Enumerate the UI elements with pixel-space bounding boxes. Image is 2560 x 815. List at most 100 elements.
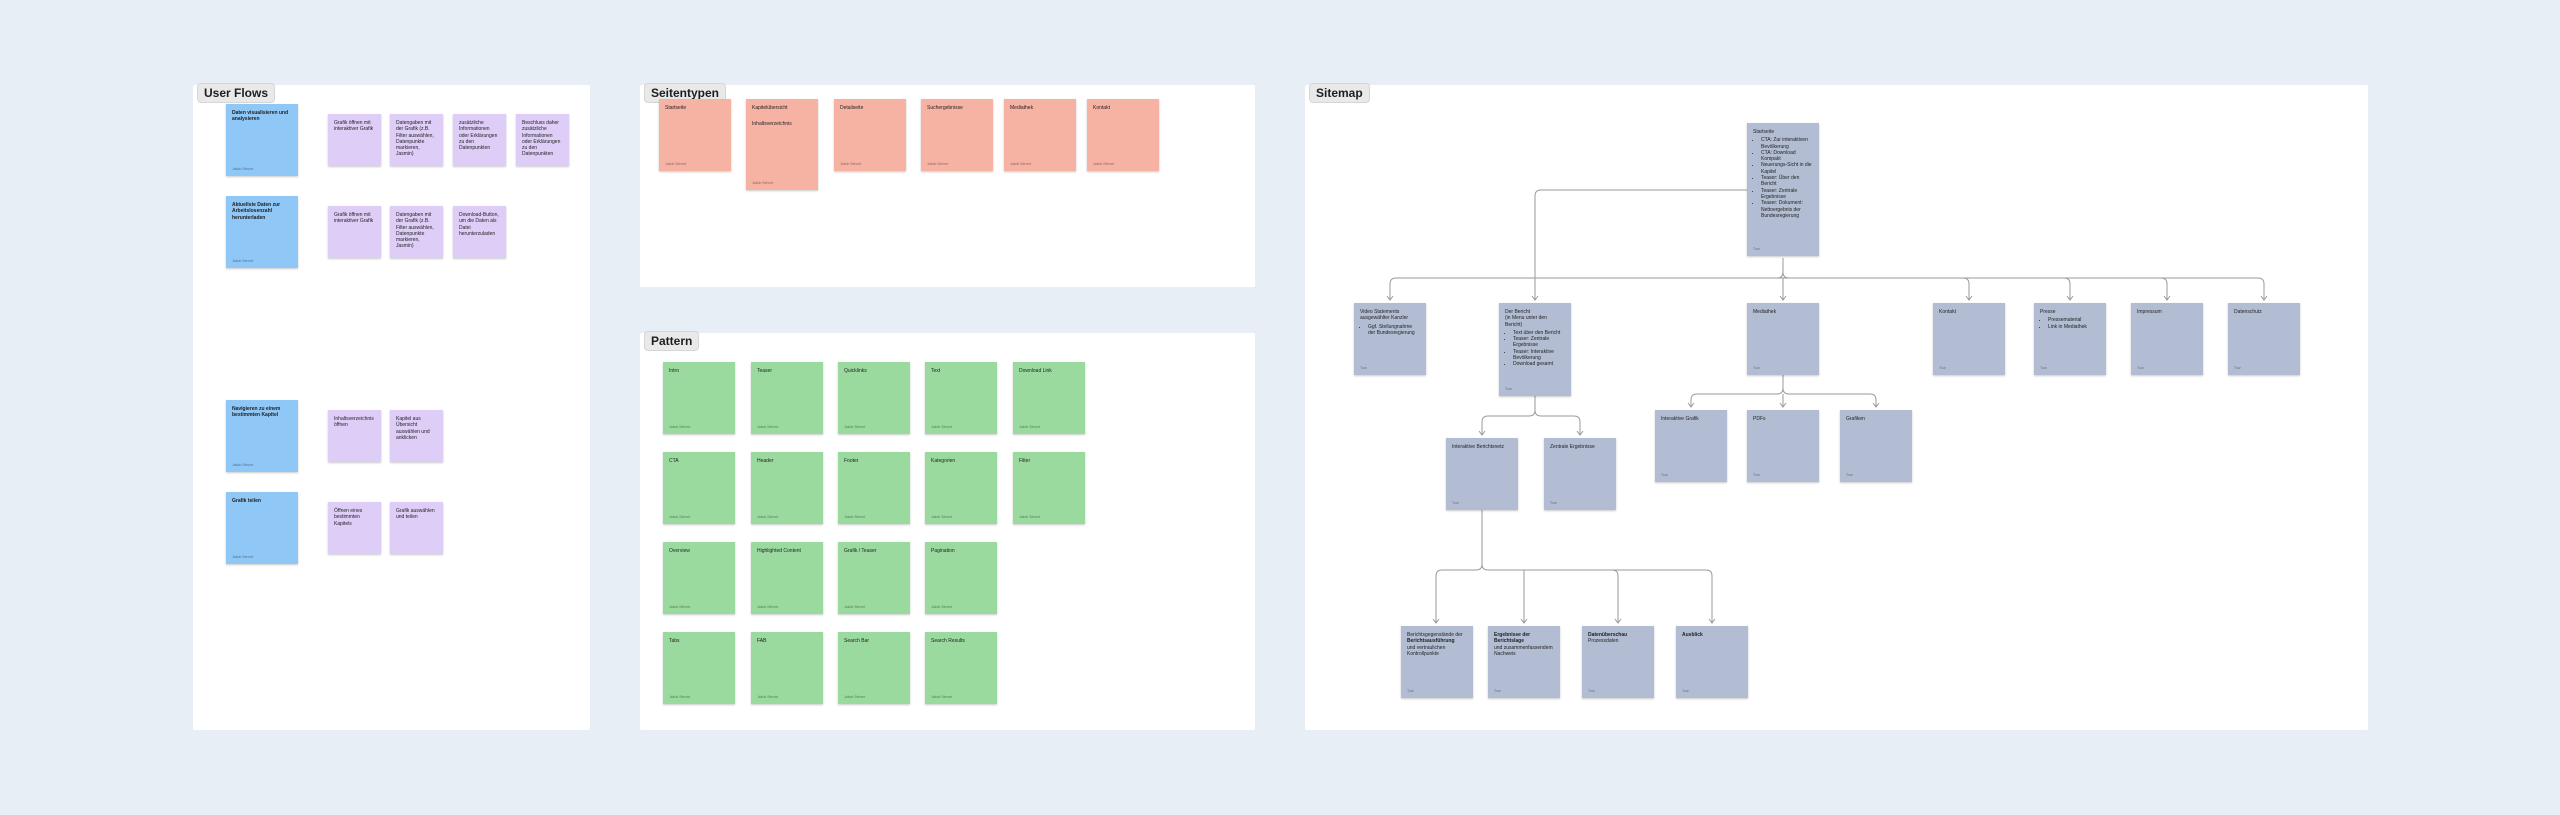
- sticky-text: Search Bar: [844, 638, 870, 644]
- sticky-text: Inhaltsverzeichnis öffnen: [334, 416, 374, 429]
- sticky-author: Jakob Sievert: [757, 424, 779, 429]
- sticky-author: Jakob Sievert: [844, 424, 866, 429]
- sticky-text: Tabs: [669, 638, 680, 644]
- sticky-author: Jakob Sievert: [232, 258, 254, 263]
- sticky-text: Öffnen eines bestimmten Kapitels: [334, 508, 363, 527]
- bullet: Link in Mediathek: [2048, 324, 2100, 330]
- sticky-text: Highlighted Content: [757, 548, 801, 554]
- sticky-author: Jakob Sievert: [669, 694, 691, 699]
- sitemap-node[interactable]: PDFs Tour: [1747, 410, 1819, 482]
- sitemap-node[interactable]: Zentrale Ergebnisse Tour: [1544, 438, 1616, 510]
- sticky-note[interactable]: Kapitel aus Übersicht auswählen und ankl…: [390, 410, 443, 462]
- sticky-author: Jakob Sievert: [757, 514, 779, 519]
- sticky-note[interactable]: Startseite Jakob Sievert: [659, 99, 731, 171]
- sticky-text: Datengaben mit der Grafik (z.B. Filter a…: [396, 120, 434, 158]
- sitemap-node[interactable]: Grafiken Tour: [1840, 410, 1912, 482]
- sticky-note[interactable]: Daten visualisieren und analysieren Jako…: [226, 104, 298, 176]
- sitemap-node[interactable]: Interaktive Berichtsnetz Tour: [1446, 438, 1518, 510]
- sitemap-node[interactable]: Interaktive Grafik Tour: [1655, 410, 1727, 482]
- sticky-note[interactable]: Beschluss daher zusätzliche Informatione…: [516, 114, 569, 166]
- sitemap-node[interactable]: Datenüberschau Prozessdaten Tour: [1582, 626, 1654, 698]
- sticky-text-bold: Berichtsausführung: [1407, 638, 1455, 645]
- sticky-text: Pagination: [931, 548, 955, 554]
- sticky-text: Search Results: [931, 638, 965, 644]
- sticky-text: Video Statements ausgewählter Kanzler: [1360, 309, 1409, 322]
- sticky-note[interactable]: Download-Button, um die Daten als Datei …: [453, 206, 506, 258]
- sticky-text: Grafik / Teaser: [844, 548, 877, 554]
- sticky-note[interactable]: Öffnen eines bestimmten Kapitels: [328, 502, 381, 554]
- sitemap-node[interactable]: Kontakt Tour: [1933, 303, 2005, 375]
- sticky-note[interactable]: Suchergebnisse Jakob Sievert: [921, 99, 993, 171]
- sticky-text: Teaser: [757, 368, 773, 374]
- bullet: Teaser: Interaktive Bevölkerung: [1513, 349, 1565, 362]
- sticky-note[interactable]: Grafik teilen Jakob Sievert: [226, 492, 298, 564]
- bullet: Pressematerial: [2048, 317, 2100, 323]
- frame-title: Pattern: [644, 331, 700, 351]
- sitemap-node[interactable]: Video Statements ausgewählter Kanzler Gg…: [1354, 303, 1426, 375]
- sticky-text: Grafik teilen: [232, 498, 261, 504]
- sticky-note[interactable]: Kapitelübersicht Inhaltsverzeichnis Jako…: [746, 99, 818, 190]
- sticky-author: Tour: [2137, 365, 2144, 370]
- sitemap-node[interactable]: Mediathek Tour: [1747, 303, 1819, 375]
- sticky-note[interactable]: Datengaben mit der Grafik (z.B. Filter a…: [390, 206, 443, 258]
- sticky-note[interactable]: Mediathek Jakob Sievert: [1004, 99, 1076, 171]
- sitemap-node[interactable]: Berichtsgegenstände der Berichtsausführu…: [1401, 626, 1473, 698]
- sticky-text: Datengaben mit der Grafik (z.B. Filter a…: [396, 212, 434, 250]
- sticky-note[interactable]: Grafik öffnen mit interaktiver Grafik: [328, 114, 381, 166]
- sticky-author: Tour: [1494, 688, 1501, 693]
- sticky-author: Jakob Sievert: [840, 161, 862, 166]
- sitemap-node[interactable]: Presse Pressematerial Link in Mediathek …: [2034, 303, 2106, 375]
- sticky-text: Kapitelübersicht: [752, 105, 788, 111]
- bullet: Neuerungs-Sicht in die Kapitel: [1761, 162, 1813, 175]
- sticky-note[interactable]: Navigieren zu einem bestimmten Kapitel J…: [226, 400, 298, 472]
- bullet: Download gesamt: [1513, 361, 1565, 367]
- sitemap-node[interactable]: Ausblick Tour: [1676, 626, 1748, 698]
- sticky-text: PDFs: [1753, 416, 1766, 422]
- sticky-note[interactable]: Kontakt Jakob Sievert: [1087, 99, 1159, 171]
- sticky-author: Jakob Sievert: [232, 554, 254, 559]
- sticky-note[interactable]: Detailseite Jakob Sievert: [834, 99, 906, 171]
- sitemap-node[interactable]: Datenschutz Tour: [2228, 303, 2300, 375]
- bullet: Teaser: Dokument: Nettoergebnis der Bund…: [1761, 200, 1813, 219]
- sticky-text: Datenschutz: [2234, 309, 2262, 315]
- sticky-note[interactable]: zusätzliche Informationen oder Erklärung…: [453, 114, 506, 166]
- sticky-text-bold: Datenüberschau: [1588, 632, 1628, 638]
- sticky-note[interactable]: Inhaltsverzeichnis öffnen: [328, 410, 381, 462]
- sitemap-node[interactable]: Ergebnisse der Berichtslage und zusammen…: [1488, 626, 1560, 698]
- sticky-author: Jakob Sievert: [757, 694, 779, 699]
- sticky-note[interactable]: Datengaben mit der Grafik (z.B. Filter a…: [390, 114, 443, 166]
- sticky-author: Tour: [2040, 365, 2047, 370]
- sitemap-node[interactable]: Impressum Tour: [2131, 303, 2203, 375]
- sticky-text: Grafik auswählen und teilen: [396, 508, 435, 521]
- sticky-text: Text: [931, 368, 941, 374]
- sticky-note[interactable]: Aktuellste Daten zur Arbeitslosenzahl he…: [226, 196, 298, 268]
- sticky-note[interactable]: Grafik auswählen und teilen: [390, 502, 443, 554]
- sitemap-node-startseite[interactable]: Startseite CTA: Zur interaktiven Bevölke…: [1747, 123, 1819, 256]
- sticky-text: und vertraulichen Kontrollpunkte: [1407, 644, 1446, 657]
- frame-title: Seitentypen: [644, 83, 727, 103]
- sticky-author: Jakob Sievert: [1019, 514, 1041, 519]
- sticky-note[interactable]: Grafik öffnen mit interaktiver Grafik: [328, 206, 381, 258]
- sitemap-node[interactable]: Der Bericht (in Menu unter den Bericht) …: [1499, 303, 1571, 396]
- sticky-text: Grafik öffnen mit interaktiver Grafik: [334, 120, 374, 133]
- sticky-author: Tour: [1550, 500, 1557, 505]
- frame-title: User Flows: [197, 83, 276, 103]
